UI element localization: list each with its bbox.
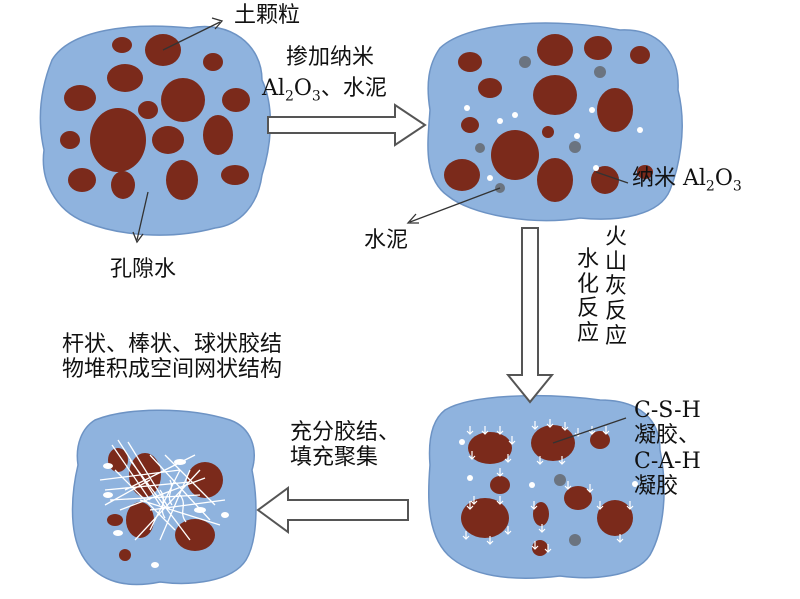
label-add-nano-formula: Al2O3、水泥 <box>262 76 387 105</box>
label-csh-gel: C-S-H 凝胶、 C-A-H 凝胶 <box>634 398 701 499</box>
leader-lines <box>132 17 629 444</box>
label-cement: 水泥 <box>364 228 409 253</box>
label-cementation-line2: 填充聚集 <box>290 445 379 471</box>
label-cementation: 充分胶结、 填充聚集 <box>290 420 400 471</box>
process-arrows <box>256 103 555 534</box>
label-network-line1: 杆状、棒状、球状胶结 <box>62 332 283 357</box>
label-cementation-line1: 充分胶结、 <box>290 420 401 445</box>
label-network-structure: 杆状、棒状、球状胶结 物堆积成空间网状结构 <box>62 332 282 383</box>
stage3-gel-blob <box>427 394 665 579</box>
label-cah: C-A-H <box>634 448 701 474</box>
stage1-soil-blob <box>39 25 272 236</box>
label-csh: C-S-H <box>634 398 701 423</box>
label-network-line2: 物堆积成空间网状结构 <box>62 357 283 383</box>
label-gel1: 凝胶、 <box>634 423 701 449</box>
label-pore-water: 孔隙水 <box>110 257 177 282</box>
label-add-nano-line1: 掺加纳米 <box>286 45 375 70</box>
label-pozzolanic-reaction: 火山灰反应 <box>604 225 627 349</box>
label-hydration-reaction: 水化反应 <box>576 247 599 346</box>
label-gel2: 凝胶 <box>634 473 679 499</box>
stage2-mixed-blob <box>427 22 683 222</box>
fiber-network <box>99 439 226 541</box>
label-soil-particle: 土颗粒 <box>234 3 301 28</box>
stage4-network-blob <box>71 409 257 586</box>
label-nano-al2o3: 纳米 Al2O3 <box>632 166 742 195</box>
